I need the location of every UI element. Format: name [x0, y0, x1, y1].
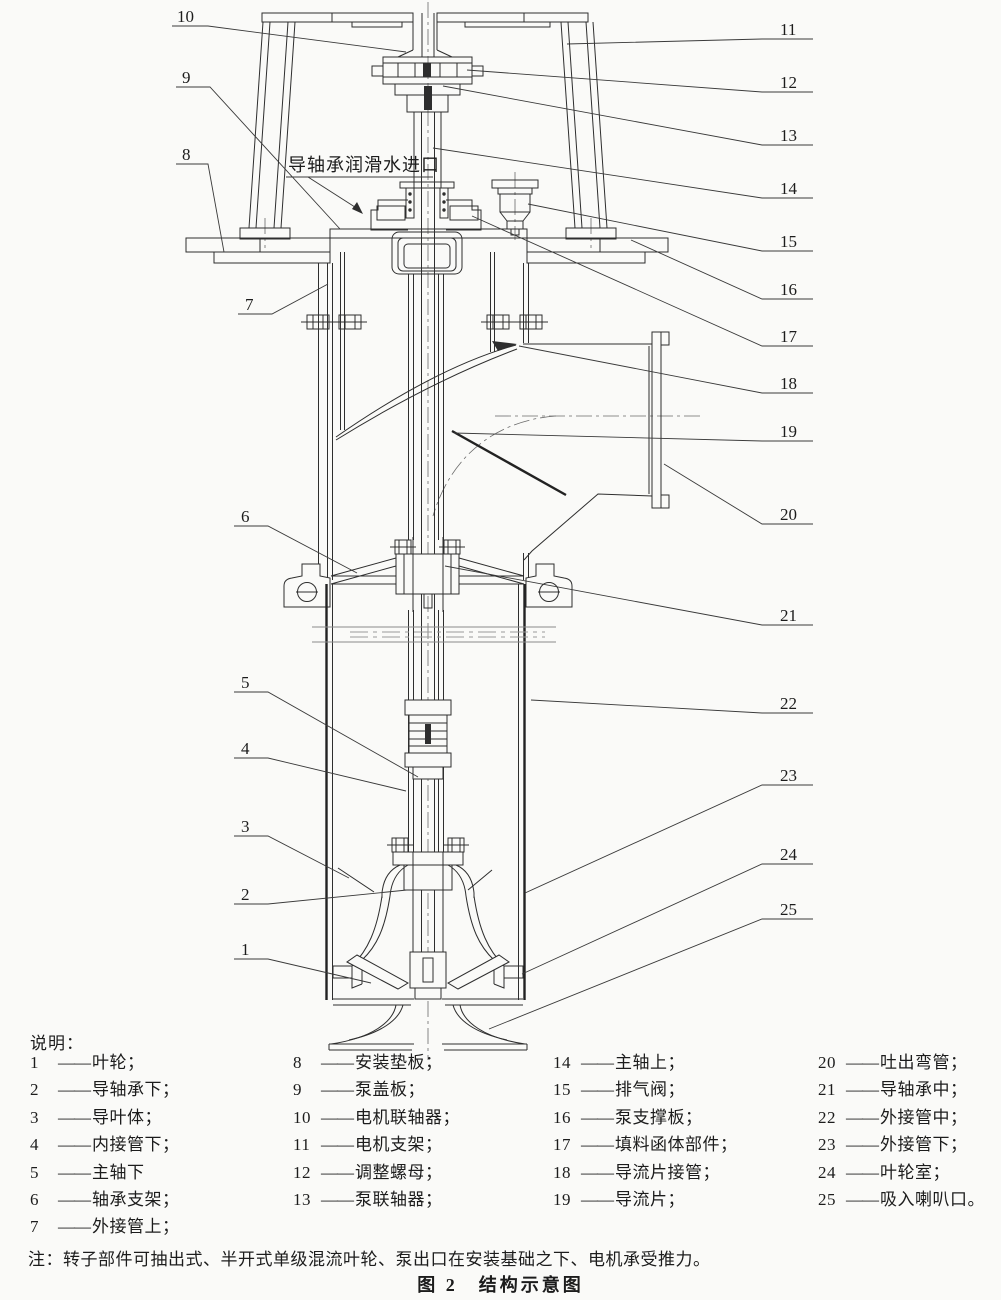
bell-mouth: [328, 1004, 528, 1051]
callout-13: 13: [780, 126, 797, 145]
motor-stand: [239, 12, 617, 240]
legend-item-1: 1——叶轮；: [30, 1053, 145, 1072]
callout-17: 17: [780, 327, 798, 346]
legend-column-1: 1——叶轮； 2——导轴承下； 3——导叶体； 4——内接管下； 5——主轴下 …: [30, 1049, 180, 1241]
callout-24: 24: [780, 845, 798, 864]
callout-11: 11: [780, 20, 796, 39]
legend-column-4: 20——吐出弯管； 21——导轴承中； 22——外接管中； 23——外接管下； …: [818, 1049, 985, 1213]
guide-vane: [335, 341, 567, 497]
legend-item-13: 13——泵联轴器；: [293, 1189, 443, 1209]
callout-8: 8: [182, 145, 191, 164]
callout-3: 3: [241, 817, 250, 836]
exhaust-valve: [491, 179, 539, 236]
legend-item-25: 25——吸入喇叭口。: [818, 1189, 985, 1209]
callout-7: 7: [245, 295, 254, 314]
base-plates: [185, 228, 669, 264]
callout-25: 25: [780, 900, 797, 919]
callout-23: 23: [780, 766, 797, 785]
main-shaft: [413, 112, 442, 952]
legend-item-5: 5——主轴下: [30, 1162, 145, 1182]
leader-lines-right: [432, 38, 813, 1030]
break-lines: [312, 626, 556, 643]
column-flange-bolts: [301, 314, 548, 330]
legend-item-2: 2——导轴承下；: [30, 1080, 180, 1100]
legend-item-21: 21——导轴承中；: [818, 1080, 968, 1100]
callout-1: 1: [241, 940, 250, 959]
legend-item-3: 3——导叶体；: [30, 1107, 162, 1127]
legend-item-20: 20——吐出弯管；: [818, 1053, 968, 1072]
legend-item-19: 19——导流片；: [553, 1189, 685, 1209]
centerlines: [264, 2, 704, 1060]
legend-item-22: 22——外接管中；: [818, 1107, 968, 1127]
annotation-lube-water-inlet: 导轴承润滑水进口: [286, 155, 440, 214]
callout-4: 4: [241, 739, 250, 758]
legend-item-9: 9——泵盖板；: [293, 1080, 425, 1100]
legend-title: 说明：: [30, 1034, 84, 1053]
motor-coupling: [371, 13, 484, 113]
legend-item-24: 24——叶轮室；: [818, 1162, 950, 1182]
diffuser-impeller: [332, 867, 524, 1006]
legend-item-4: 4——内接管下；: [30, 1135, 180, 1155]
callout-numbers: 10 9 8 7 6 5 4 3 2 1 11 12 13 14 15 16 1…: [177, 7, 798, 959]
legend-item-18: 18——导流片接管；: [553, 1162, 720, 1182]
annotation-text: 导轴承润滑水进口: [288, 155, 440, 175]
callout-16: 16: [780, 280, 797, 299]
legend-item-23: 23——外接管下；: [818, 1135, 968, 1155]
callout-5: 5: [241, 673, 250, 692]
legend-column-2: 8——安装垫板； 9——泵盖板； 10——电机联轴器； 11——电机支架； 12…: [293, 1049, 460, 1213]
legend-item-7: 7——外接管上；: [30, 1217, 180, 1237]
callout-10: 10: [177, 7, 194, 26]
legend-item-14: 14——主轴上；: [553, 1053, 685, 1072]
legend-item-12: 12——调整螺母；: [293, 1162, 443, 1182]
pump-column-lower: [325, 584, 526, 1000]
legend-item-11: 11——电机支架；: [293, 1135, 443, 1155]
legend-item-15: 15——排气阀；: [553, 1080, 685, 1100]
legend-item-8: 8——安装垫板；: [293, 1053, 443, 1072]
callout-18: 18: [780, 374, 797, 393]
legend-item-6: 6——轴承支架；: [30, 1189, 180, 1209]
callout-9: 9: [182, 68, 191, 87]
callout-21: 21: [780, 606, 797, 625]
discharge-elbow: [523, 331, 670, 561]
legend-column-3: 14——主轴上； 15——排气阀； 16——泵支撑板； 17——填料函体部件； …: [553, 1049, 738, 1213]
legend-item-17: 17——填料函体部件；: [553, 1135, 738, 1155]
figure-caption: 图 2 结构示意图: [417, 1275, 584, 1295]
callout-19: 19: [780, 422, 797, 441]
callout-20: 20: [780, 505, 797, 524]
stuffing-box: [370, 181, 482, 275]
callout-14: 14: [780, 179, 798, 198]
legend-item-16: 16——泵支撑板；: [553, 1107, 703, 1127]
callout-6: 6: [241, 507, 250, 526]
figure-note: 注：转子部件可抽出式、半开式单级混流叶轮、泵出口在安装基础之下、电机承受推力。: [28, 1250, 711, 1269]
callout-15: 15: [780, 232, 797, 251]
callout-2: 2: [241, 885, 250, 904]
shaft-adjusting-unit: [404, 699, 452, 780]
callout-12: 12: [780, 73, 797, 92]
lower-guide-bearing: [381, 837, 475, 952]
legend-item-10: 10——电机联轴器；: [293, 1107, 460, 1127]
callout-22: 22: [780, 694, 797, 713]
leader-lines-left: [172, 25, 419, 984]
